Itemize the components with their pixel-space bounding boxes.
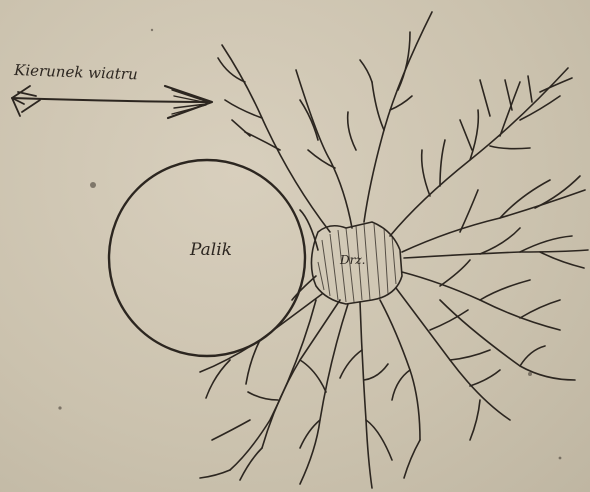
stake-label: Palik [189, 240, 232, 260]
paper-specks [58, 29, 561, 460]
branches [200, 12, 588, 488]
wind-arrow-caption: Kierunek wiatru [13, 61, 138, 83]
wind-arrow [12, 86, 212, 118]
tree-base-label: Drz. [339, 253, 366, 267]
